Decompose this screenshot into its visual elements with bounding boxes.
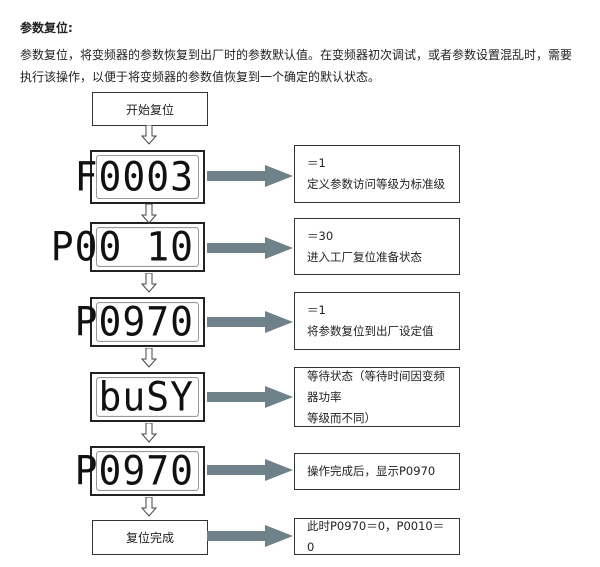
display-text: P0970: [75, 299, 199, 345]
note-line: 等待状态（等待时间因变频器功率: [307, 368, 445, 404]
note-line: ＝1: [307, 156, 326, 170]
display-text: buSY: [96, 374, 199, 420]
note-line: ＝30: [307, 228, 334, 243]
end-box: 复位完成: [92, 520, 208, 555]
note-line: 进入工厂复位准备状态: [307, 249, 422, 264]
note-line: 定义参数访问等级为标准级: [307, 177, 445, 191]
display-2: P00 10: [51, 222, 205, 272]
note-2: ＝30 进入工厂复位准备状态: [294, 218, 460, 275]
display-text: P00 10: [51, 224, 199, 270]
section-heading: 参数复位:: [20, 21, 73, 35]
display-5: P0970: [75, 446, 205, 496]
note-line: ＝1: [307, 303, 326, 317]
note-line: 等级而不同）: [307, 410, 376, 425]
down-arrow-icon: [141, 125, 157, 145]
down-arrow-icon: [141, 423, 157, 443]
description-paragraph: 参数复位，将变频器的参数恢复到出厂时的参数默认值。在变频器初次调试，或者参数设置…: [20, 48, 573, 84]
right-arrow-icon: [207, 311, 293, 333]
display-text: P0970: [75, 448, 199, 494]
display-3: P0970: [75, 297, 205, 347]
note-3: ＝1 将参数复位到出厂设定值: [294, 292, 460, 350]
right-arrow-icon: [207, 165, 293, 187]
down-arrow-icon: [141, 497, 157, 517]
start-box: 开始复位: [92, 92, 208, 126]
down-arrow-icon: [141, 204, 157, 224]
right-arrow-icon: [207, 386, 293, 408]
note-6: 此时P0970＝0，P0010＝0: [294, 518, 460, 555]
note-line: 将参数复位到出厂设定值: [307, 324, 434, 338]
right-arrow-icon: [207, 237, 293, 259]
note-1: ＝1 定义参数访问等级为标准级: [294, 145, 460, 203]
right-arrow-icon: [207, 525, 293, 547]
display-4: buSY: [90, 372, 205, 422]
note-line: 此时P0970＝0，P0010＝0: [307, 518, 445, 554]
display-1: F0003: [75, 150, 205, 204]
down-arrow-icon: [141, 273, 157, 293]
note-5: 操作完成后，显示P0970: [294, 453, 460, 490]
note-line: 操作完成后，显示P0970: [307, 464, 436, 478]
display-text: F0003: [75, 154, 199, 200]
note-4: 等待状态（等待时间因变频器功率等级而不同）: [294, 367, 460, 427]
right-arrow-icon: [207, 459, 293, 481]
down-arrow-icon: [141, 348, 157, 368]
